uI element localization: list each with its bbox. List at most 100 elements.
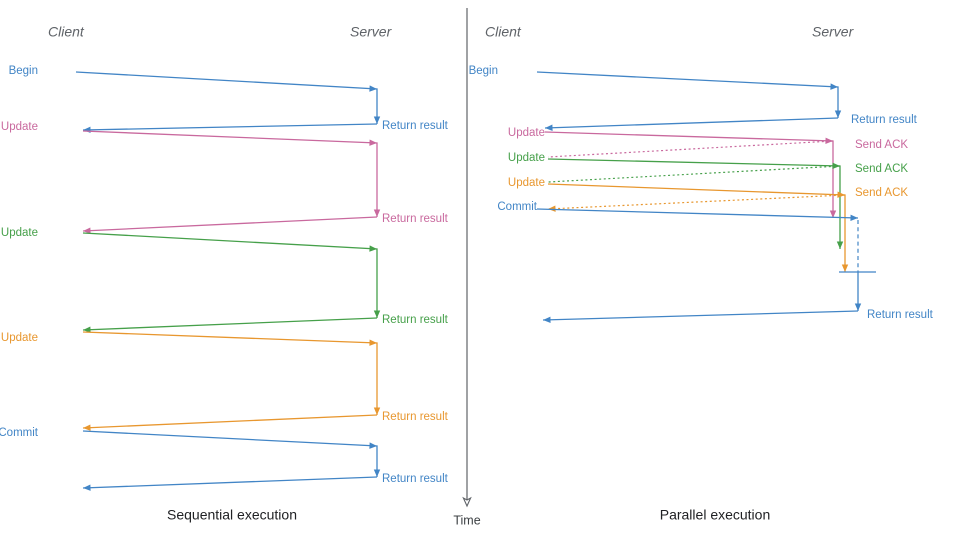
sequential-flow-begin <box>75 71 381 124</box>
arrowhead <box>373 310 381 318</box>
parallel-flow-commit <box>536 208 859 221</box>
parallel-flow-update-1 <box>544 131 837 218</box>
sequential-flow-return-2 <box>82 216 378 234</box>
arrowhead <box>543 316 551 323</box>
actor-label-client: Client <box>485 24 522 40</box>
arrowhead <box>825 137 833 144</box>
time-axis-arrowhead <box>462 496 472 508</box>
message-label-return-result-1: Return result <box>382 120 449 132</box>
message-label-begin: Begin <box>469 65 498 77</box>
sequential-flow-return-5 <box>82 476 378 491</box>
message-label-return-result-1: Return result <box>851 114 918 126</box>
flow-ack-1-line <box>547 140 834 158</box>
parallel-flow-ack-1 <box>547 140 834 158</box>
flow-update-2-line <box>82 232 378 318</box>
flow-update-1-line <box>82 130 378 217</box>
panel-parallel-actor-labels: Client Server <box>485 24 855 40</box>
flow-begin-line <box>536 71 839 118</box>
message-label-begin: Begin <box>9 65 38 77</box>
flow-return-1-line <box>82 123 378 131</box>
parallel-flow-commit-done <box>854 272 862 311</box>
message-label-update-1: Update <box>1 121 38 133</box>
flow-update-3-line <box>82 331 378 415</box>
sequential-flow-update-1 <box>82 130 381 217</box>
arrowhead <box>369 85 377 92</box>
parallel-flow-ack-3 <box>547 194 846 212</box>
sequential-flow-commit <box>82 430 381 477</box>
message-label-return-result-4: Return result <box>382 411 449 423</box>
time-axis-label: Time <box>453 513 480 527</box>
actor-label-server: Server <box>812 24 855 40</box>
arrowhead <box>83 424 91 431</box>
arrowhead <box>832 162 840 170</box>
parallel-flow-update-2 <box>547 158 844 249</box>
flow-return-4-line <box>82 414 378 429</box>
message-label-return-result-2: Return result <box>867 309 934 321</box>
message-label-return-result-5: Return result <box>382 473 449 485</box>
sequential-flow-return-1 <box>82 123 378 134</box>
flow-commit-line <box>536 208 859 219</box>
flow-update-3-line <box>547 183 846 272</box>
arrowhead <box>548 205 556 212</box>
message-label-update-3: Update <box>1 332 38 344</box>
flow-update-1-line <box>544 131 834 218</box>
flow-return-3-line <box>82 317 378 331</box>
arrowhead <box>83 126 91 134</box>
arrowhead <box>369 339 377 346</box>
arrowhead <box>369 245 377 252</box>
arrowhead <box>830 83 838 90</box>
arrowhead <box>83 326 91 333</box>
arrowhead <box>841 264 849 272</box>
actor-label-server: Server <box>350 24 393 40</box>
message-label-update-1: Update <box>508 127 545 139</box>
actor-label-client: Client <box>48 24 85 40</box>
arrowhead <box>837 191 845 198</box>
flow-return-5-line <box>82 476 378 489</box>
time-axis: Time <box>453 8 481 527</box>
arrowhead <box>373 209 381 217</box>
arrowhead <box>373 407 381 415</box>
flow-ack-2-line <box>547 165 841 183</box>
message-label-update-2: Update <box>1 227 38 239</box>
parallel-flow-ack-2 <box>547 165 841 183</box>
arrowhead <box>83 484 91 491</box>
message-label-commit: Commit <box>497 201 537 213</box>
arrowhead <box>373 469 381 477</box>
message-label-update-2: Update <box>508 152 545 164</box>
sequential-flow-update-3 <box>82 331 381 415</box>
arrowhead <box>850 214 858 221</box>
parallel-flow-begin <box>536 71 842 118</box>
flow-return-1-line <box>544 117 839 129</box>
sequential-flow-return-3 <box>82 317 378 333</box>
arrowhead <box>373 116 381 124</box>
panel-caption-sequential: Sequential execution <box>167 507 297 523</box>
parallel-flow-return-1 <box>544 117 839 131</box>
panel-parallel-flows <box>536 71 876 323</box>
message-label-return-result-2: Return result <box>382 213 449 225</box>
message-label-update-3: Update <box>508 177 545 189</box>
flow-return-2-line <box>82 216 378 232</box>
arrowhead <box>834 110 842 118</box>
arrowhead <box>854 303 862 311</box>
parallel-flow-return-2 <box>542 310 859 323</box>
arrowhead <box>836 241 844 249</box>
arrowhead <box>83 227 91 234</box>
arrowhead <box>369 139 377 146</box>
message-label-send-ack-1: Send ACK <box>855 139 908 151</box>
arrowhead <box>369 442 377 449</box>
message-label-send-ack-3: Send ACK <box>855 187 908 199</box>
message-label-commit: Commit <box>0 427 39 439</box>
panel-sequential-actor-labels: Client Server <box>48 24 393 40</box>
message-label-return-result-3: Return result <box>382 314 449 326</box>
arrowhead <box>545 124 553 131</box>
flow-update-2-line <box>547 158 841 249</box>
flow-commit-line <box>82 430 378 477</box>
message-label-send-ack-2: Send ACK <box>855 163 908 175</box>
flow-return-2-line <box>542 310 859 321</box>
